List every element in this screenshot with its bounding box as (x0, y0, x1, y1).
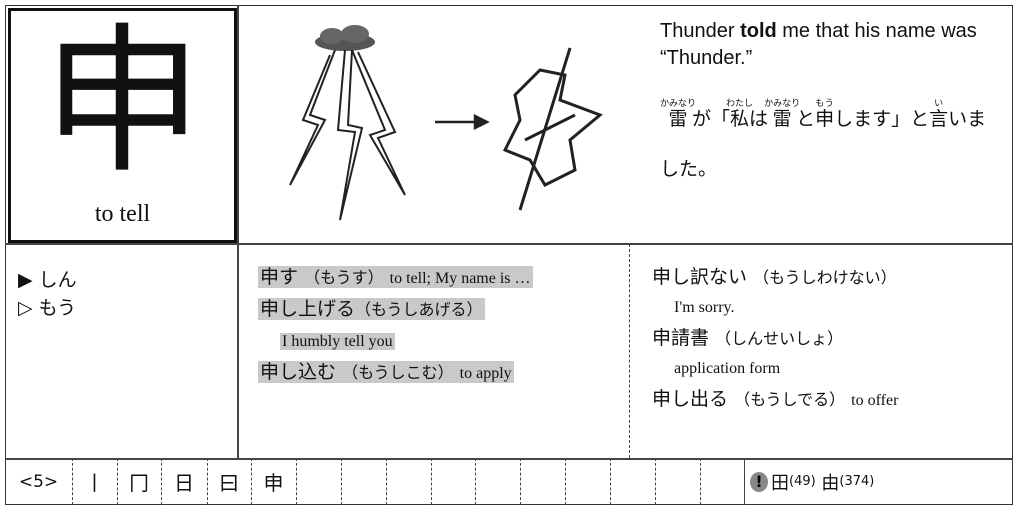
example-sentence: Thunder told me that his name was “Thund… (660, 18, 1000, 194)
stroke-step: 冂 (129, 471, 149, 495)
column-divider (237, 5, 239, 458)
sentence-text: は (749, 108, 769, 130)
vocab-item: 申し込む （もうしこむ） to apply (258, 361, 514, 383)
kanji-box: 申 to tell (8, 8, 237, 243)
stroke-step: 申 (263, 471, 284, 495)
sentence-text: が「 (692, 108, 731, 130)
vocab-list-left: 申す （もうす） to tell; My name is … 申し上げる（もうし… (258, 262, 533, 389)
vocab-gloss: I humbly tell you (280, 333, 395, 350)
sentence-text: いました。 (660, 108, 987, 180)
row-divider (5, 243, 1013, 245)
sentence-text: と (796, 108, 816, 130)
example-japanese: 雷かみなりが「私わたしは雷かみなりと申もうします」と言いいました。 (660, 94, 1000, 194)
exclamation-icon: ! (750, 471, 768, 492)
kanji-meaning: to tell (94, 201, 151, 227)
storm-cloud-icon (315, 25, 375, 51)
furigana-word: 言い (929, 99, 949, 130)
row-divider (5, 458, 1013, 460)
kanji-shape-icon (502, 47, 603, 211)
sentence-text: します」と (834, 108, 930, 130)
lightning-icon (289, 49, 406, 221)
mnemonic-illustration (289, 25, 603, 221)
vocab-divider (629, 244, 630, 458)
vocab-item: 申し出る （もうしでる） to offer (652, 388, 899, 410)
main-kanji: 申 (42, 8, 203, 195)
stroke-order-row: <5> 丨 冂 日 曰 申 ! 田(49) 由(374) (5, 458, 1013, 505)
vocab-gloss: I'm sorry. (674, 299, 735, 316)
vocab-list-right: 申し訳ない （もうしわけない） I'm sorry. 申請書 （しんせいしょ） … (652, 262, 898, 416)
furigana-word: 雷かみなり (660, 99, 697, 130)
furigana-word: 私わたし (726, 99, 754, 130)
vocab-item: 申請書 （しんせいしょ） (652, 327, 844, 349)
vocab-item: 申し上げる（もうしあげる） (258, 298, 485, 320)
stroke-step: 曰 (219, 471, 239, 495)
furigana-word: 申もう (815, 99, 835, 130)
readings: ▶ しん ▷ もう (18, 266, 77, 322)
arrow-right-icon (435, 113, 490, 131)
stroke-step: 丨 (84, 471, 105, 495)
similar-kanji: ! 田(49) 由(374) (750, 458, 950, 505)
stroke-count: <5> (18, 471, 59, 492)
kanji-card-frame (5, 5, 1013, 505)
reading-kun: ▷ もう (18, 297, 77, 319)
stroke-step: 日 (174, 471, 194, 495)
vocab-gloss: application form (674, 360, 781, 377)
furigana-word: 雷かみなり (764, 99, 801, 130)
vocab-item: 申し訳ない （もうしわけない） (652, 266, 897, 288)
example-english: Thunder told me that his name was “Thund… (660, 20, 977, 69)
vocab-item: 申す （もうす） to tell; My name is … (258, 266, 533, 288)
reading-on: ▶ しん (18, 269, 77, 291)
